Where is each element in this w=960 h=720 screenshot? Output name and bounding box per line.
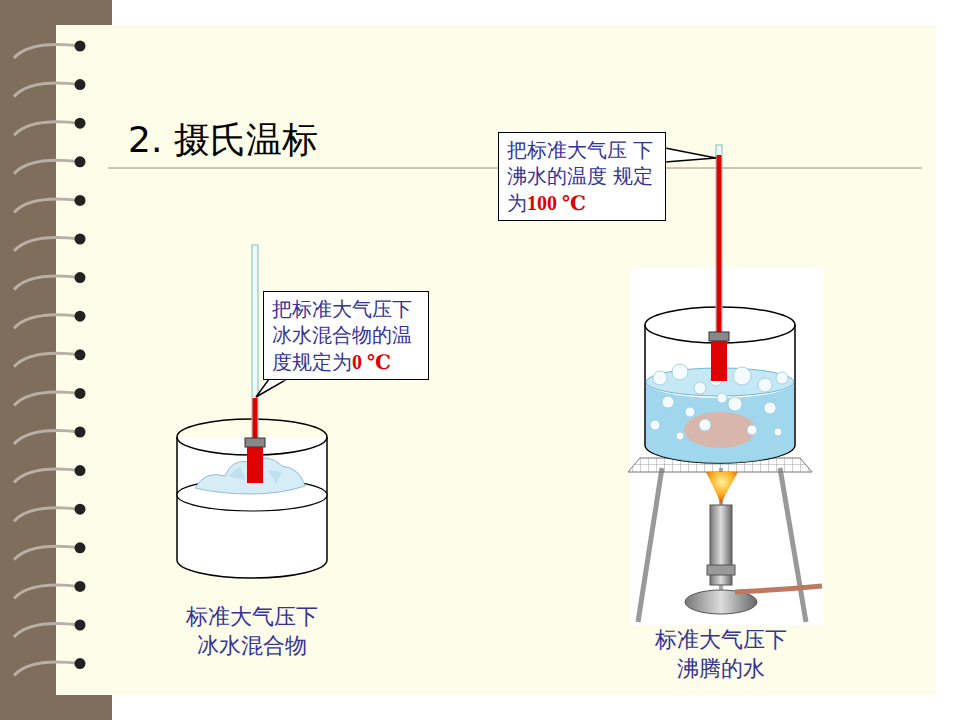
ring-hole [75,195,86,206]
spiral-rings [14,41,86,676]
bubble [733,367,751,385]
ring-hole [75,41,86,52]
spiral-ring [14,238,80,252]
bubble [774,428,782,436]
ring-hole [75,504,86,515]
figure-caption: 标准大气压下 冰水混合物 [172,603,332,660]
bubble [694,382,706,394]
figure-caption: 标准大气压下 沸腾的水 [641,626,801,683]
bubble [676,432,684,440]
bubble [728,397,742,411]
ring-hole [75,156,86,167]
spiral-ring [14,315,80,329]
ring-hole [75,542,86,553]
ring-hole [75,658,86,669]
spiral-ring [14,199,80,213]
spiral-ring [14,431,80,445]
callout-box: 把标准大气压下 冰水混合物的温 度规定为0 ℃ [263,291,429,380]
spiral-ring [14,45,80,59]
page [56,25,936,695]
ring-hole [75,620,86,631]
bubble [717,393,727,403]
spiral-ring [14,469,80,483]
bubble [650,420,660,430]
bubble [685,407,695,417]
slide-title: 2. 摄氏温标 [128,116,318,165]
bubble [758,378,772,392]
spiral-ring [14,585,80,599]
spiral-ring [14,353,80,367]
ring-hole [75,118,86,129]
spiral-ring [14,508,80,522]
bubble [653,371,667,385]
spiral-ring [14,662,80,676]
spiral-ring [14,392,80,406]
spiral-ring [14,122,80,136]
temperature-value: 100 ℃ [527,192,586,214]
callout-box: 把标准大气压 下沸水的温度 规定为100 ℃ [498,132,666,221]
ring-hole [75,234,86,245]
bubble [764,402,776,414]
ring-hole [75,427,86,438]
bubble [747,425,757,435]
ring-hole [75,388,86,399]
ring-hole [75,272,86,283]
spiral-ring [14,276,80,290]
spiral-ring [14,160,80,174]
bubble [776,372,788,384]
ring-hole [75,581,86,592]
temperature-value: 0 ℃ [352,351,391,373]
ring-hole [75,311,86,322]
bubble [672,364,688,380]
callout-pointer [256,379,287,397]
ring-hole [75,79,86,90]
callout-pointer [665,148,716,162]
ring-hole [75,349,86,360]
bubble [699,419,711,431]
callout-text: 把标准大气压下 冰水混合物的温 度规定为 [272,297,412,374]
spiral-ring [14,546,80,560]
ring-hole [75,465,86,476]
bubble [662,396,674,408]
spiral-ring [14,624,80,638]
spiral-ring [14,83,80,97]
